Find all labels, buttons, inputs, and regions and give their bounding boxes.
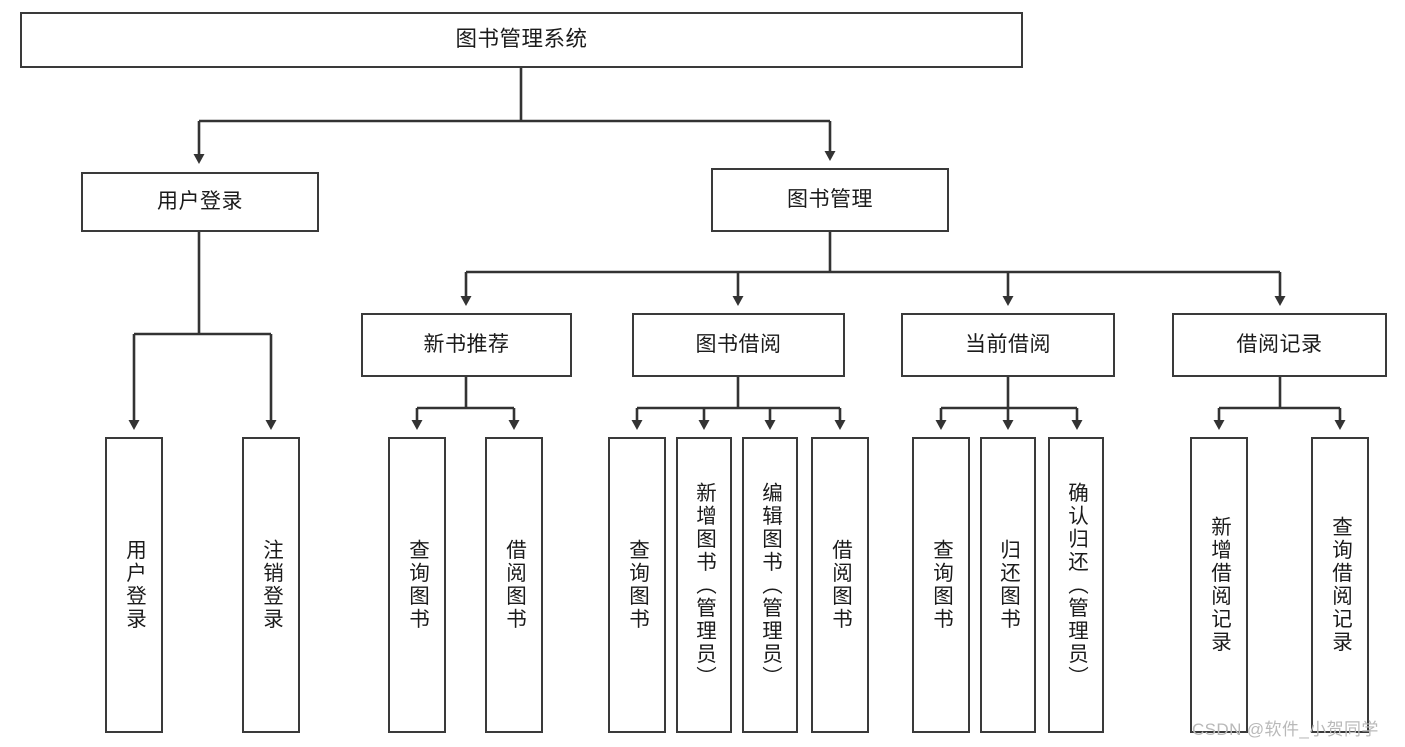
node-book-manage-label: 图书管理 — [787, 187, 873, 211]
node-leaf-add-record-label: 新增借阅记录 — [1207, 516, 1231, 654]
csdn-watermark: CSDN @软件_小贺同学 — [1192, 720, 1379, 739]
node-leaf-user-logout-label: 注销登录 — [259, 539, 283, 631]
node-leaf-borrow-book-2-label: 借阅图书 — [828, 539, 852, 631]
node-leaf-query-book-2[interactable]: 查询图书 — [608, 437, 666, 733]
node-leaf-query-book-3-label: 查询图书 — [929, 539, 953, 631]
node-leaf-user-logout[interactable]: 注销登录 — [242, 437, 300, 733]
node-leaf-return-book-label: 归还图书 — [996, 539, 1020, 631]
node-leaf-user-login[interactable]: 用户登录 — [105, 437, 163, 733]
node-leaf-add-book[interactable]: 新增图书（管理员） — [676, 437, 732, 733]
node-leaf-query-book-3[interactable]: 查询图书 — [912, 437, 970, 733]
node-leaf-user-login-label: 用户登录 — [122, 539, 146, 631]
node-current-borrow-label: 当前借阅 — [965, 332, 1051, 356]
node-user-login[interactable]: 用户登录 — [81, 172, 319, 232]
node-user-login-label: 用户登录 — [157, 189, 243, 213]
node-borrow-record-label: 借阅记录 — [1236, 332, 1323, 356]
node-leaf-borrow-book-1[interactable]: 借阅图书 — [485, 437, 543, 733]
node-leaf-edit-book-label: 编辑图书（管理员） — [758, 481, 782, 689]
node-current-borrow[interactable]: 当前借阅 — [901, 313, 1115, 377]
node-leaf-confirm-return[interactable]: 确认归还（管理员） — [1048, 437, 1104, 733]
node-leaf-borrow-book-1-label: 借阅图书 — [502, 539, 526, 631]
node-leaf-add-book-label: 新增图书（管理员） — [692, 481, 716, 689]
node-leaf-return-book[interactable]: 归还图书 — [980, 437, 1036, 733]
node-leaf-edit-book[interactable]: 编辑图书（管理员） — [742, 437, 798, 733]
node-leaf-borrow-book-2[interactable]: 借阅图书 — [811, 437, 869, 733]
node-leaf-add-record[interactable]: 新增借阅记录 — [1190, 437, 1248, 733]
node-new-book-recommend-label: 新书推荐 — [423, 332, 510, 356]
node-book-borrow-label: 图书借阅 — [695, 332, 782, 356]
node-book-manage[interactable]: 图书管理 — [711, 168, 949, 232]
node-leaf-query-record[interactable]: 查询借阅记录 — [1311, 437, 1369, 733]
node-leaf-query-book-2-label: 查询图书 — [625, 539, 649, 631]
node-new-book-recommend[interactable]: 新书推荐 — [361, 313, 572, 377]
node-leaf-query-book-1[interactable]: 查询图书 — [388, 437, 446, 733]
node-borrow-record[interactable]: 借阅记录 — [1172, 313, 1387, 377]
node-root[interactable]: 图书管理系统 — [20, 12, 1023, 68]
node-leaf-query-book-1-label: 查询图书 — [405, 539, 429, 631]
node-leaf-query-record-label: 查询借阅记录 — [1328, 516, 1352, 654]
node-book-borrow[interactable]: 图书借阅 — [632, 313, 845, 377]
node-root-label: 图书管理系统 — [455, 27, 588, 52]
node-leaf-confirm-return-label: 确认归还（管理员） — [1064, 481, 1088, 689]
